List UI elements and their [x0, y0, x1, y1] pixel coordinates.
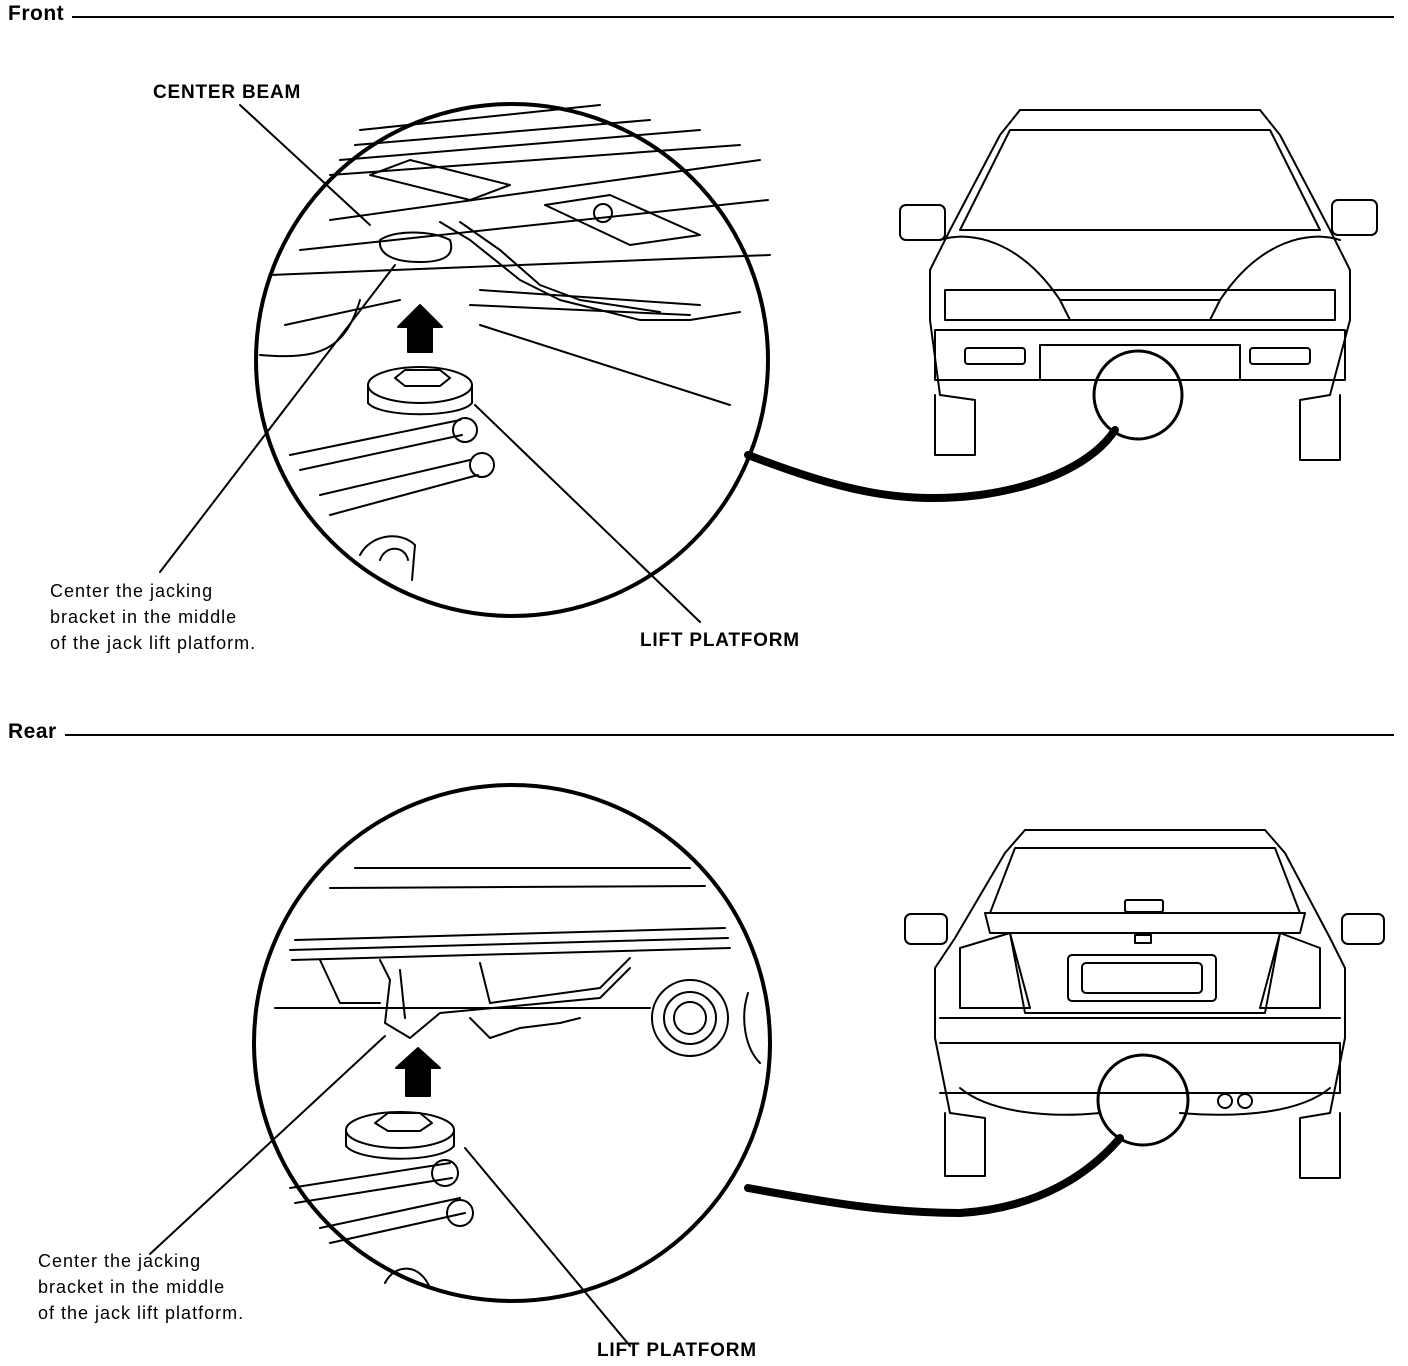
front-section: Front	[0, 0, 1408, 653]
front-platform-leader	[474, 404, 701, 623]
rear-section-title: Rear	[8, 720, 65, 744]
rear-lift-platform-label: LIFT PLATFORM	[597, 1340, 757, 1361]
front-section-header: Front	[0, 0, 1408, 40]
front-center-beam-leader	[239, 104, 371, 226]
rear-diagram	[149, 783, 1385, 1347]
front-diagram	[159, 102, 1378, 623]
front-section-title: Front	[8, 2, 73, 26]
front-car-outline	[899, 109, 1378, 461]
rear-detail-circle	[252, 783, 772, 1303]
front-bracket-leader	[159, 264, 396, 573]
front-detail-circle	[254, 102, 771, 618]
rear-car-outline	[904, 829, 1385, 1179]
front-center-beam-label: CENTER BEAM	[153, 82, 302, 103]
rear-section: Rear	[0, 718, 1408, 1366]
front-lift-platform-label: LIFT PLATFORM	[640, 630, 800, 651]
rear-bracket-leader	[149, 1035, 386, 1255]
front-jacking-note: Center the jacking bracket in the middle…	[50, 581, 257, 653]
front-section-rule	[8, 16, 1394, 18]
rear-section-header: Rear	[0, 718, 1408, 758]
rear-jacking-note: Center the jacking bracket in the middle…	[38, 1251, 245, 1323]
rear-platform-leader	[464, 1147, 631, 1347]
rear-section-rule	[8, 734, 1394, 736]
